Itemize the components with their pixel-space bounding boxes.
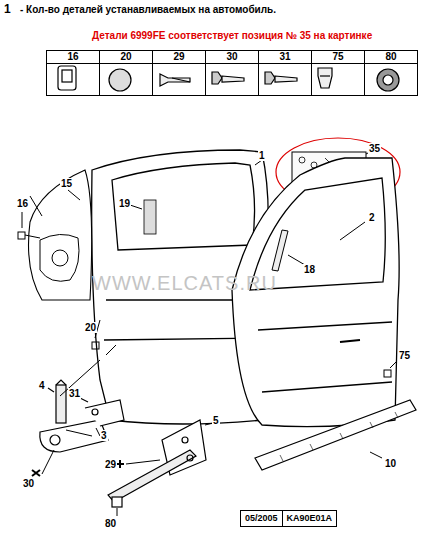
icon-cell: 29 (152, 50, 206, 96)
callout-number: 3 (100, 430, 108, 441)
callout-number: 1 (258, 150, 266, 161)
watermark: WWW.ELCATS.RU (92, 272, 277, 295)
callout-number: 15 (60, 178, 73, 189)
callout-number: 19 (118, 198, 131, 209)
part-number: 29 (153, 51, 205, 64)
part-number: 16 (47, 51, 99, 64)
callout-number: 80 (104, 518, 117, 529)
callout-number: 4 (38, 380, 46, 391)
red-note: Детали 6999FE соответствует позиция № 35… (92, 30, 372, 41)
part-number: 30 (206, 51, 258, 64)
callout-number: 16 (16, 198, 29, 209)
part-number: 31 (259, 51, 311, 64)
icon-cell: 80 (364, 50, 418, 96)
callout-number: 10 (384, 458, 397, 469)
callout-number: 35 (368, 143, 381, 154)
icon-cell: 30 (205, 50, 259, 96)
callout-number: 18 (303, 264, 316, 275)
stamp-text: KA90E01A (282, 511, 337, 526)
callout-number: 20 (84, 322, 97, 333)
part-number: 80 (365, 51, 417, 64)
stamp-text: 05/2005 (241, 511, 282, 526)
callout-number: 31 (68, 388, 81, 399)
part-number: 20 (100, 51, 152, 64)
callout-number: 30 (22, 478, 35, 489)
icon-cell: 16 (46, 50, 100, 96)
callout-number: 5 (212, 415, 220, 426)
footnote-number: 1 (4, 2, 11, 16)
part-number: 75 (312, 51, 364, 64)
header-note: - Кол-во деталей устанавливаемых на авто… (20, 4, 276, 15)
callout-number: 75 (398, 350, 411, 361)
icon-cell: 75 (311, 50, 365, 96)
callout-number: 29 (104, 459, 117, 470)
callout-number: 2 (368, 212, 376, 223)
icon-cell: 20 (99, 50, 153, 96)
drawing-stamp: 05/2005KA90E01A (240, 510, 337, 527)
icon-cell: 31 (258, 50, 312, 96)
